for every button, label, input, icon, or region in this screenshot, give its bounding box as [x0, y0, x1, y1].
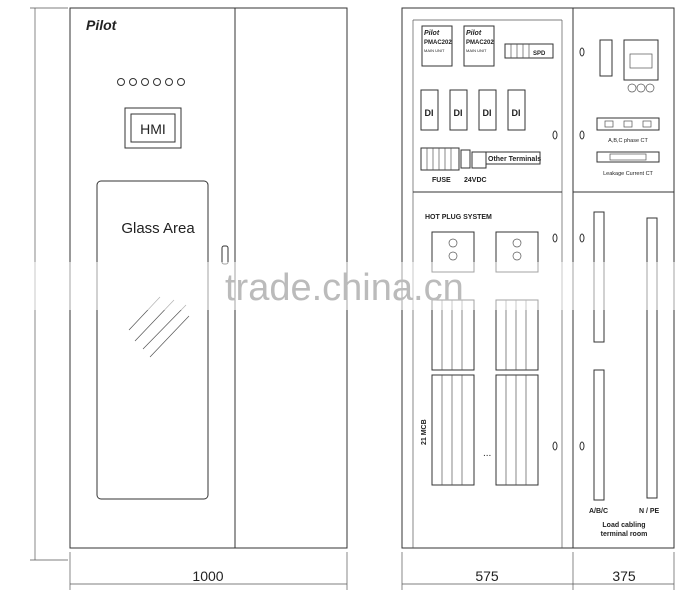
ct-strip — [596, 117, 660, 131]
breaker-window — [629, 53, 653, 69]
psu-body — [460, 149, 471, 169]
meter-brand: Pilot — [424, 30, 440, 37]
di-module — [449, 89, 468, 131]
mount-hole — [579, 233, 585, 243]
meter-unit: MAIN UNIT — [424, 48, 445, 53]
di-label: DI — [425, 108, 434, 118]
mount-hole — [579, 130, 585, 140]
terminal-strip — [485, 151, 541, 165]
mount-hole — [552, 130, 558, 140]
hot-plug-column-right — [495, 231, 539, 486]
hot-plug-label: HOT PLUG SYSTEM — [425, 214, 492, 221]
terminal-rail — [593, 369, 605, 501]
phase-ct-label: A,B,C phase CT — [608, 138, 648, 144]
breaker-body — [623, 39, 659, 81]
di-module — [507, 89, 526, 131]
isolator-body — [599, 39, 613, 77]
other-terminals-label: Other Terminals — [488, 156, 541, 163]
meter-body — [421, 25, 453, 67]
mount-hole — [552, 441, 558, 451]
interior-view: Pilot PMAC202 MAIN UNIT Pilot PMAC202 MA… — [401, 7, 675, 590]
brand-logo: Pilot — [86, 17, 118, 33]
meter-model: PMAC202 — [466, 40, 494, 46]
glass-label: Glass Area — [121, 220, 195, 237]
continuation-dots: ... — [483, 448, 491, 459]
front-view: Pilot HMI Glass Area 1000 — [30, 7, 348, 590]
lamp-icon — [153, 78, 161, 86]
di-modules: DI DI DI DI — [420, 89, 526, 131]
mcb-count-label: 21 MCB — [421, 419, 428, 445]
fuse-label: FUSE — [432, 177, 451, 184]
di-label: DI — [454, 108, 463, 118]
hmi-screen — [130, 113, 176, 143]
door-handle — [221, 245, 229, 265]
psu-24vdc: 24VDC — [460, 149, 487, 184]
npe-terminal-rail — [646, 217, 658, 499]
plug-icon — [512, 251, 522, 261]
meter-body — [463, 25, 495, 67]
left-width-value: 575 — [475, 568, 499, 584]
terminal-icon — [636, 83, 646, 93]
leakage-ct: Leakage Current CT — [596, 151, 660, 177]
front-width-value: 1000 — [192, 568, 223, 584]
lamp-icon — [177, 78, 185, 86]
mcb-row — [431, 374, 475, 486]
di-label: DI — [483, 108, 492, 118]
ct-strip — [596, 151, 660, 163]
mcb-row — [495, 299, 539, 371]
load-cabling-label: Load cabling — [602, 522, 645, 529]
spd-label: SPD — [533, 51, 546, 57]
watermark-text: trade.china.cn — [225, 267, 464, 309]
meter-pmac202-2: Pilot PMAC202 MAIN UNIT — [463, 25, 495, 67]
meter-pmac202-1: Pilot PMAC202 MAIN UNIT — [421, 25, 453, 67]
meter-model: PMAC202 — [424, 40, 452, 46]
mcb-row — [495, 374, 539, 486]
npe-label: N / PE — [639, 508, 660, 515]
hmi-frame — [124, 107, 182, 149]
plug-icon — [512, 238, 522, 248]
di-module — [478, 89, 497, 131]
mcb-row — [431, 299, 475, 371]
leakage-ct-label: Leakage Current CT — [603, 171, 653, 177]
abc-terminal-rail — [593, 211, 605, 501]
indicator-lamps — [117, 78, 185, 86]
lamp-icon — [117, 78, 125, 86]
plug-icon — [448, 238, 458, 248]
meter-brand: Pilot — [466, 30, 482, 37]
di-label: DI — [512, 108, 521, 118]
fuse-holder — [420, 147, 460, 171]
terminal-rail — [646, 217, 658, 499]
mount-hole — [579, 441, 585, 451]
glass-reflection-line — [149, 315, 190, 358]
other-terminals: Other Terminals — [471, 151, 541, 169]
watermark-band — [0, 262, 696, 310]
mount-hole — [552, 233, 558, 243]
glass-reflection-line — [142, 304, 187, 350]
di-module — [420, 89, 439, 131]
terminal-block — [471, 151, 487, 169]
fuse-block: FUSE — [420, 147, 460, 184]
right-width-value: 375 — [612, 568, 636, 584]
abc-label: A/B/C — [589, 508, 608, 515]
glass-window — [96, 180, 209, 500]
lamp-icon — [165, 78, 173, 86]
lamp-icon — [129, 78, 137, 86]
lamp-icon — [141, 78, 149, 86]
spd-block: SPD — [504, 43, 554, 59]
mount-hole — [579, 47, 585, 57]
phase-ct: A,B,C phase CT — [596, 117, 660, 144]
meter-unit: MAIN UNIT — [466, 48, 487, 53]
vdc-label: 24VDC — [464, 177, 487, 184]
terminal-icon — [645, 83, 655, 93]
terminal-room-label: terminal room — [601, 531, 648, 538]
hmi-label: HMI — [140, 121, 166, 137]
plug-icon — [448, 251, 458, 261]
main-breaker — [599, 39, 659, 93]
terminal-icon — [627, 83, 637, 93]
